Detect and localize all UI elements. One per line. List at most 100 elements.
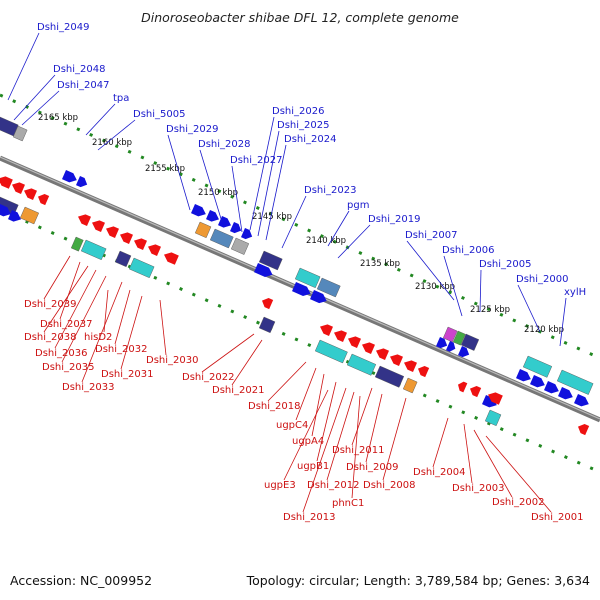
leader-line-dshi-2039: [43, 255, 71, 300]
leader-line-dshi-2007: [406, 240, 455, 301]
reverse-gene-arrow-20: [457, 381, 468, 393]
cog-box-cyan-16: [346, 353, 377, 376]
leader-line-dshi-2029: [167, 134, 191, 211]
cog-box-orange-18: [402, 377, 418, 394]
cog-boxes: [0, 116, 594, 427]
reverse-gene-arrow-13: [333, 330, 347, 342]
gene-label-dshi-2009: Dshi_2009: [346, 462, 398, 473]
cog-box-cyan-24: [484, 409, 502, 427]
genome-summary-text: Topology: circular; Length: 3,789,584 bp…: [246, 573, 590, 588]
cog-box-navy-6: [114, 250, 132, 268]
gene-label-dshi-2004: Dshi_2004: [413, 467, 465, 478]
reverse-gene-arrow-21: [469, 386, 482, 398]
reverse-gene-arrow-0: [0, 176, 13, 189]
gene-label-dshi-2002: Dshi_2002: [492, 497, 544, 508]
leader-line-xylh: [559, 297, 567, 347]
leader-line-dshi-2013: [302, 387, 347, 513]
gene-label-dshi-2003: Dshi_2003: [452, 483, 504, 494]
gene-label-dshi-2049: Dshi_2049: [37, 22, 89, 33]
leader-line-dshi-2022: [201, 333, 255, 373]
leader-line-dshi-2011: [351, 387, 373, 446]
forward-gene-arrow-13: [445, 341, 456, 352]
leader-line-dshi-2019: [337, 224, 371, 259]
gene-label-dshi-2026: Dshi_2026: [272, 106, 324, 117]
leader-line-dshi-2000: [517, 284, 541, 333]
cog-box-green-4: [70, 236, 84, 252]
gene-label-dshi-2023: Dshi_2023: [304, 185, 356, 196]
leader-line-dshi-2024: [265, 144, 287, 241]
forward-gene-arrow-16: [529, 375, 545, 388]
reverse-gene-arrow-4: [77, 214, 91, 226]
forward-gene-arrow-19: [573, 394, 589, 407]
gene-label-dshi-2005: Dshi_2005: [479, 259, 531, 270]
kbp-tick-2155-kbp: 2155 kbp: [145, 164, 185, 174]
cog-box-navy-12: [258, 316, 276, 334]
leader-line-dshi-2018: [267, 361, 307, 402]
gene-label-dshi-2031: Dshi_2031: [101, 369, 153, 380]
leader-line-dshi-2030: [159, 299, 167, 356]
forward-gene-arrow-6: [217, 216, 231, 228]
cog-box-navy-21: [460, 333, 480, 351]
reverse-gene-arrow-12: [319, 324, 333, 336]
forward-gene-arrow-2: [0, 204, 11, 217]
leader-line-dshi-2026: [249, 116, 275, 231]
reverse-gene-arrow-16: [375, 348, 389, 360]
leader-line-ugpe3: [283, 389, 329, 481]
gene-label-dshi-2024: Dshi_2024: [284, 134, 336, 145]
gene-label-dshi-2008: Dshi_2008: [363, 480, 415, 491]
gene-label-ugpc4: ugpC4: [276, 420, 308, 431]
kbp-tick-2165-kbp: 2165 kbp: [38, 113, 78, 123]
forward-gene-arrow-15: [515, 369, 531, 382]
cog-box-cyan-7: [128, 257, 155, 279]
forward-gene-arrow-11: [309, 290, 327, 304]
gene-label-ugpb1: ugpB1: [297, 461, 329, 472]
reverse-gene-arrow-14: [347, 336, 361, 348]
gene-label-dshi-2018: Dshi_2018: [248, 401, 300, 412]
kbp-tick-2125-kbp: 2125 kbp: [470, 305, 510, 315]
cog-box-orange-8: [194, 221, 212, 239]
reverse-gene-arrow-17: [389, 354, 403, 366]
forward-gene-arrow-5: [205, 210, 219, 222]
cog-box-cyan-23: [556, 369, 594, 395]
leader-line-dshi-2023: [281, 195, 307, 249]
reverse-gene-arrow-23: [577, 424, 590, 436]
gene-label-dshi-2022: Dshi_2022: [182, 372, 234, 383]
leader-line-dshi-2004: [432, 417, 449, 468]
leader-line-dshi-2002: [473, 429, 513, 498]
gene-label-dshi-2048: Dshi_2048: [53, 64, 105, 75]
forward-gene-arrow-18: [557, 387, 573, 400]
gene-label-dshi-2006: Dshi_2006: [442, 245, 494, 256]
reverse-gene-arrow-5: [91, 220, 105, 232]
leader-line-dshi-2047: [21, 90, 60, 126]
reverse-gene-arrow-18: [403, 360, 417, 372]
leader-line-dshi-2006: [443, 255, 463, 317]
reverse-gene-arrow-2: [23, 188, 37, 200]
leader-line-dshi-2033: [81, 281, 123, 383]
leader-line-dshi-2003: [463, 423, 473, 484]
gene-label-dshi-2029: Dshi_2029: [166, 124, 218, 135]
gene-label-dshi-2032: Dshi_2032: [95, 344, 147, 355]
forward-gene-arrow-4: [190, 204, 206, 217]
forward-gene-arrow-12: [435, 337, 448, 349]
forward-gene-arrow-7: [229, 222, 242, 234]
kbp-tick-2150-kbp: 2150 kbp: [198, 188, 238, 198]
leader-line-ugpb1: [316, 381, 337, 462]
forward-gene-arrow-1: [75, 176, 88, 188]
gene-label-dshi-2025: Dshi_2025: [277, 120, 329, 131]
gene-label-dshi-2000: Dshi_2000: [516, 274, 568, 285]
leader-line-pgm: [327, 210, 350, 247]
gene-label-dshi-5005: Dshi_5005: [133, 109, 185, 120]
cog-box-navy-17: [374, 365, 405, 388]
gene-label-dshi-2037: Dshi_2037: [40, 319, 92, 330]
cog-box-cyan-15: [314, 339, 348, 364]
gene-label-dshi-2021: Dshi_2021: [212, 385, 264, 396]
cog-box-gray-10: [230, 237, 250, 255]
cog-box-steel-14: [316, 277, 341, 298]
reverse-gene-arrow-10: [163, 252, 179, 265]
gene-label-tpa: tpa: [113, 93, 129, 104]
leader-line-hisd2: [103, 289, 109, 333]
gene-label-phnc1: phnC1: [332, 498, 364, 509]
gene-label-dshi-2039: Dshi_2039: [24, 299, 76, 310]
